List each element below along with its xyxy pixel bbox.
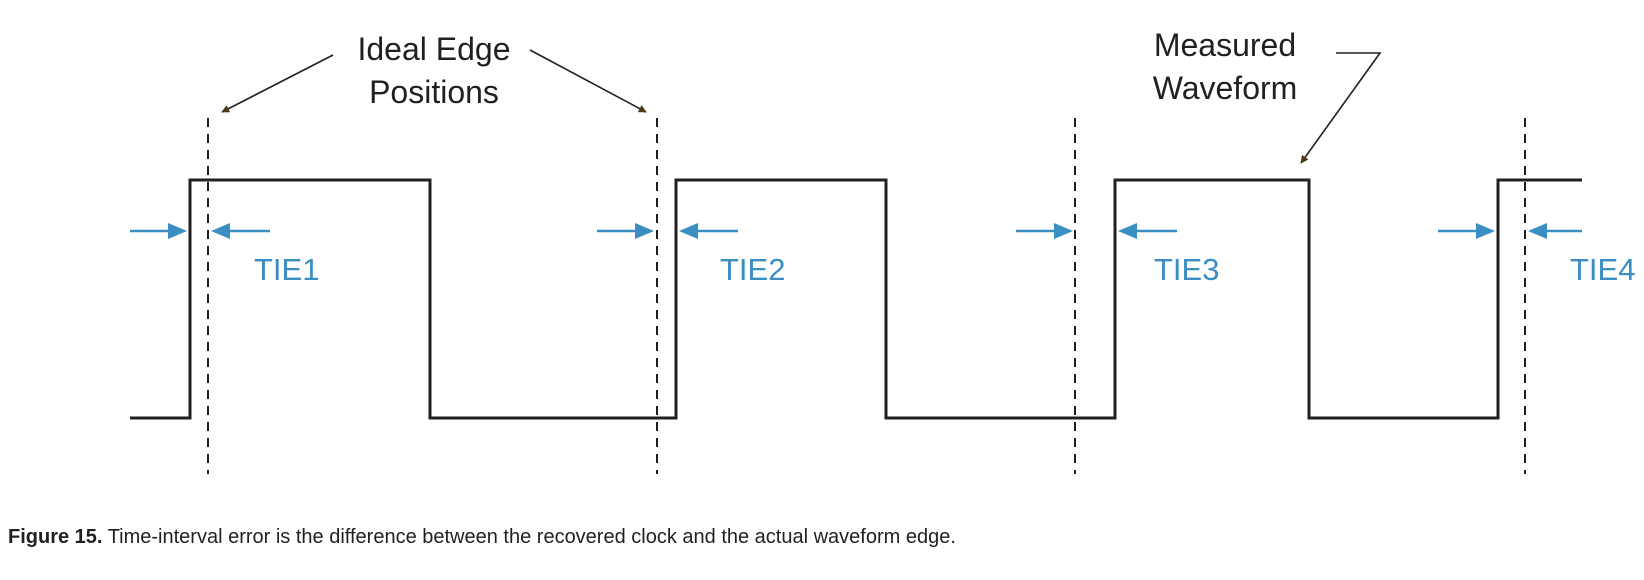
tie4-arrowhead-right [1528,223,1547,239]
measured-waveform [130,178,1582,420]
figure-caption-text: Time-interval error is the difference be… [107,526,956,548]
tie2-label: TIE2 [720,252,785,287]
tie1-arrowhead-left [168,223,187,239]
tie4-arrowhead-left [1476,223,1495,239]
tie2-arrowhead-right [679,223,698,239]
tie3-label: TIE3 [1154,252,1219,287]
tie1-label: TIE1 [254,252,319,287]
ideal-edge-leader-left [221,54,334,113]
ideal-edge-leader-right [529,49,647,113]
tie3-arrowhead-right [1118,223,1137,239]
measured-waveform-label-line2: Waveform [1153,70,1298,106]
measured-waveform-leader [1300,52,1382,164]
measured-waveform-label-line1: Measured [1154,27,1296,63]
tie2-arrowhead-left [635,223,654,239]
ideal-edge-label-line1: Ideal Edge [357,31,510,67]
figure-caption-label: Figure 15. [8,526,103,548]
tie1-arrowhead-right [211,223,230,239]
ideal-edge-label-line2: Positions [369,74,499,110]
tie4-label: TIE4 [1570,252,1635,287]
tie3-arrowhead-left [1054,223,1073,239]
diagram-canvas: Ideal Edge Positions Measured Waveform T… [130,27,1635,474]
tie-annotations: TIE1 TIE2 TIE3 TIE4 [130,223,1635,287]
figure-caption: Figure 15. Time-interval error is the di… [8,526,956,549]
